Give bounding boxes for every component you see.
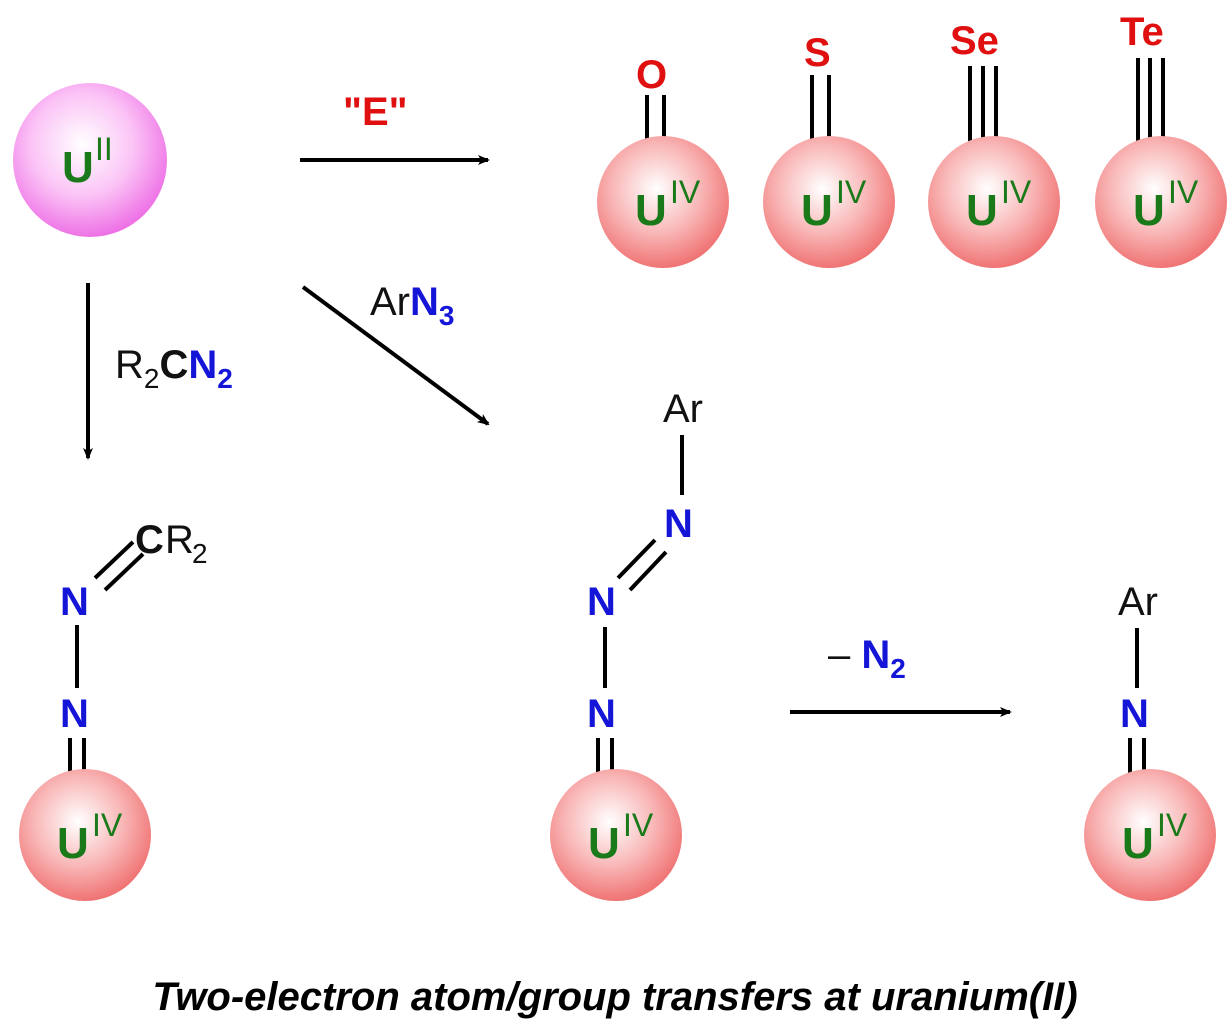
oxo-product: O <box>597 53 729 268</box>
svg-text:U: U <box>801 186 833 235</box>
svg-text:N: N <box>664 502 693 546</box>
svg-text:U: U <box>635 186 667 235</box>
oxygen-label: O <box>636 53 667 97</box>
svg-text:IV: IV <box>1001 174 1032 210</box>
chalcogen-reagent-label: "E" <box>343 90 408 134</box>
telluride-product: Te <box>1095 10 1227 268</box>
svg-text:U: U <box>57 819 89 868</box>
azide-reagent-label: ArN3 <box>370 280 454 331</box>
svg-text:Ar: Ar <box>1118 580 1158 624</box>
selenide-product: Se <box>928 19 1060 268</box>
tellurium-label: Te <box>1120 10 1164 54</box>
imido-product: Ar N <box>1084 580 1216 901</box>
selenium-label: Se <box>950 19 999 63</box>
svg-text:U: U <box>588 819 620 868</box>
svg-text:Ar: Ar <box>663 387 703 431</box>
svg-text:IV: IV <box>92 807 123 843</box>
azide-adduct-product: Ar N N N <box>550 387 703 901</box>
svg-text:U: U <box>1122 819 1154 868</box>
uranium-ii-sphere: U II <box>13 83 167 237</box>
metal-label: U <box>62 143 94 192</box>
caption: Two-electron atom/group transfers at ura… <box>152 975 1077 1019</box>
arrow-azide <box>301 285 490 426</box>
sulfur-label: S <box>804 31 831 75</box>
svg-text:R: R <box>165 518 194 562</box>
svg-text:N: N <box>60 692 89 736</box>
svg-text:U: U <box>966 186 998 235</box>
diazo-reagent-label: R2CN2 <box>115 343 233 394</box>
oxidation-label: II <box>95 131 113 167</box>
svg-text:IV: IV <box>670 174 701 210</box>
svg-text:IV: IV <box>1157 807 1188 843</box>
svg-text:2: 2 <box>192 538 208 569</box>
svg-text:IV: IV <box>836 174 867 210</box>
diazoalkane-product: C R 2 N N <box>19 518 208 901</box>
sulfide-product: S <box>763 31 895 268</box>
svg-text:IV: IV <box>1168 174 1199 210</box>
n2-loss-label: – N2 <box>828 633 906 684</box>
svg-text:N: N <box>1120 692 1149 736</box>
svg-text:N: N <box>587 692 616 736</box>
svg-text:U: U <box>1133 186 1165 235</box>
svg-text:N: N <box>587 580 616 624</box>
svg-text:N: N <box>60 580 89 624</box>
svg-text:IV: IV <box>623 807 654 843</box>
